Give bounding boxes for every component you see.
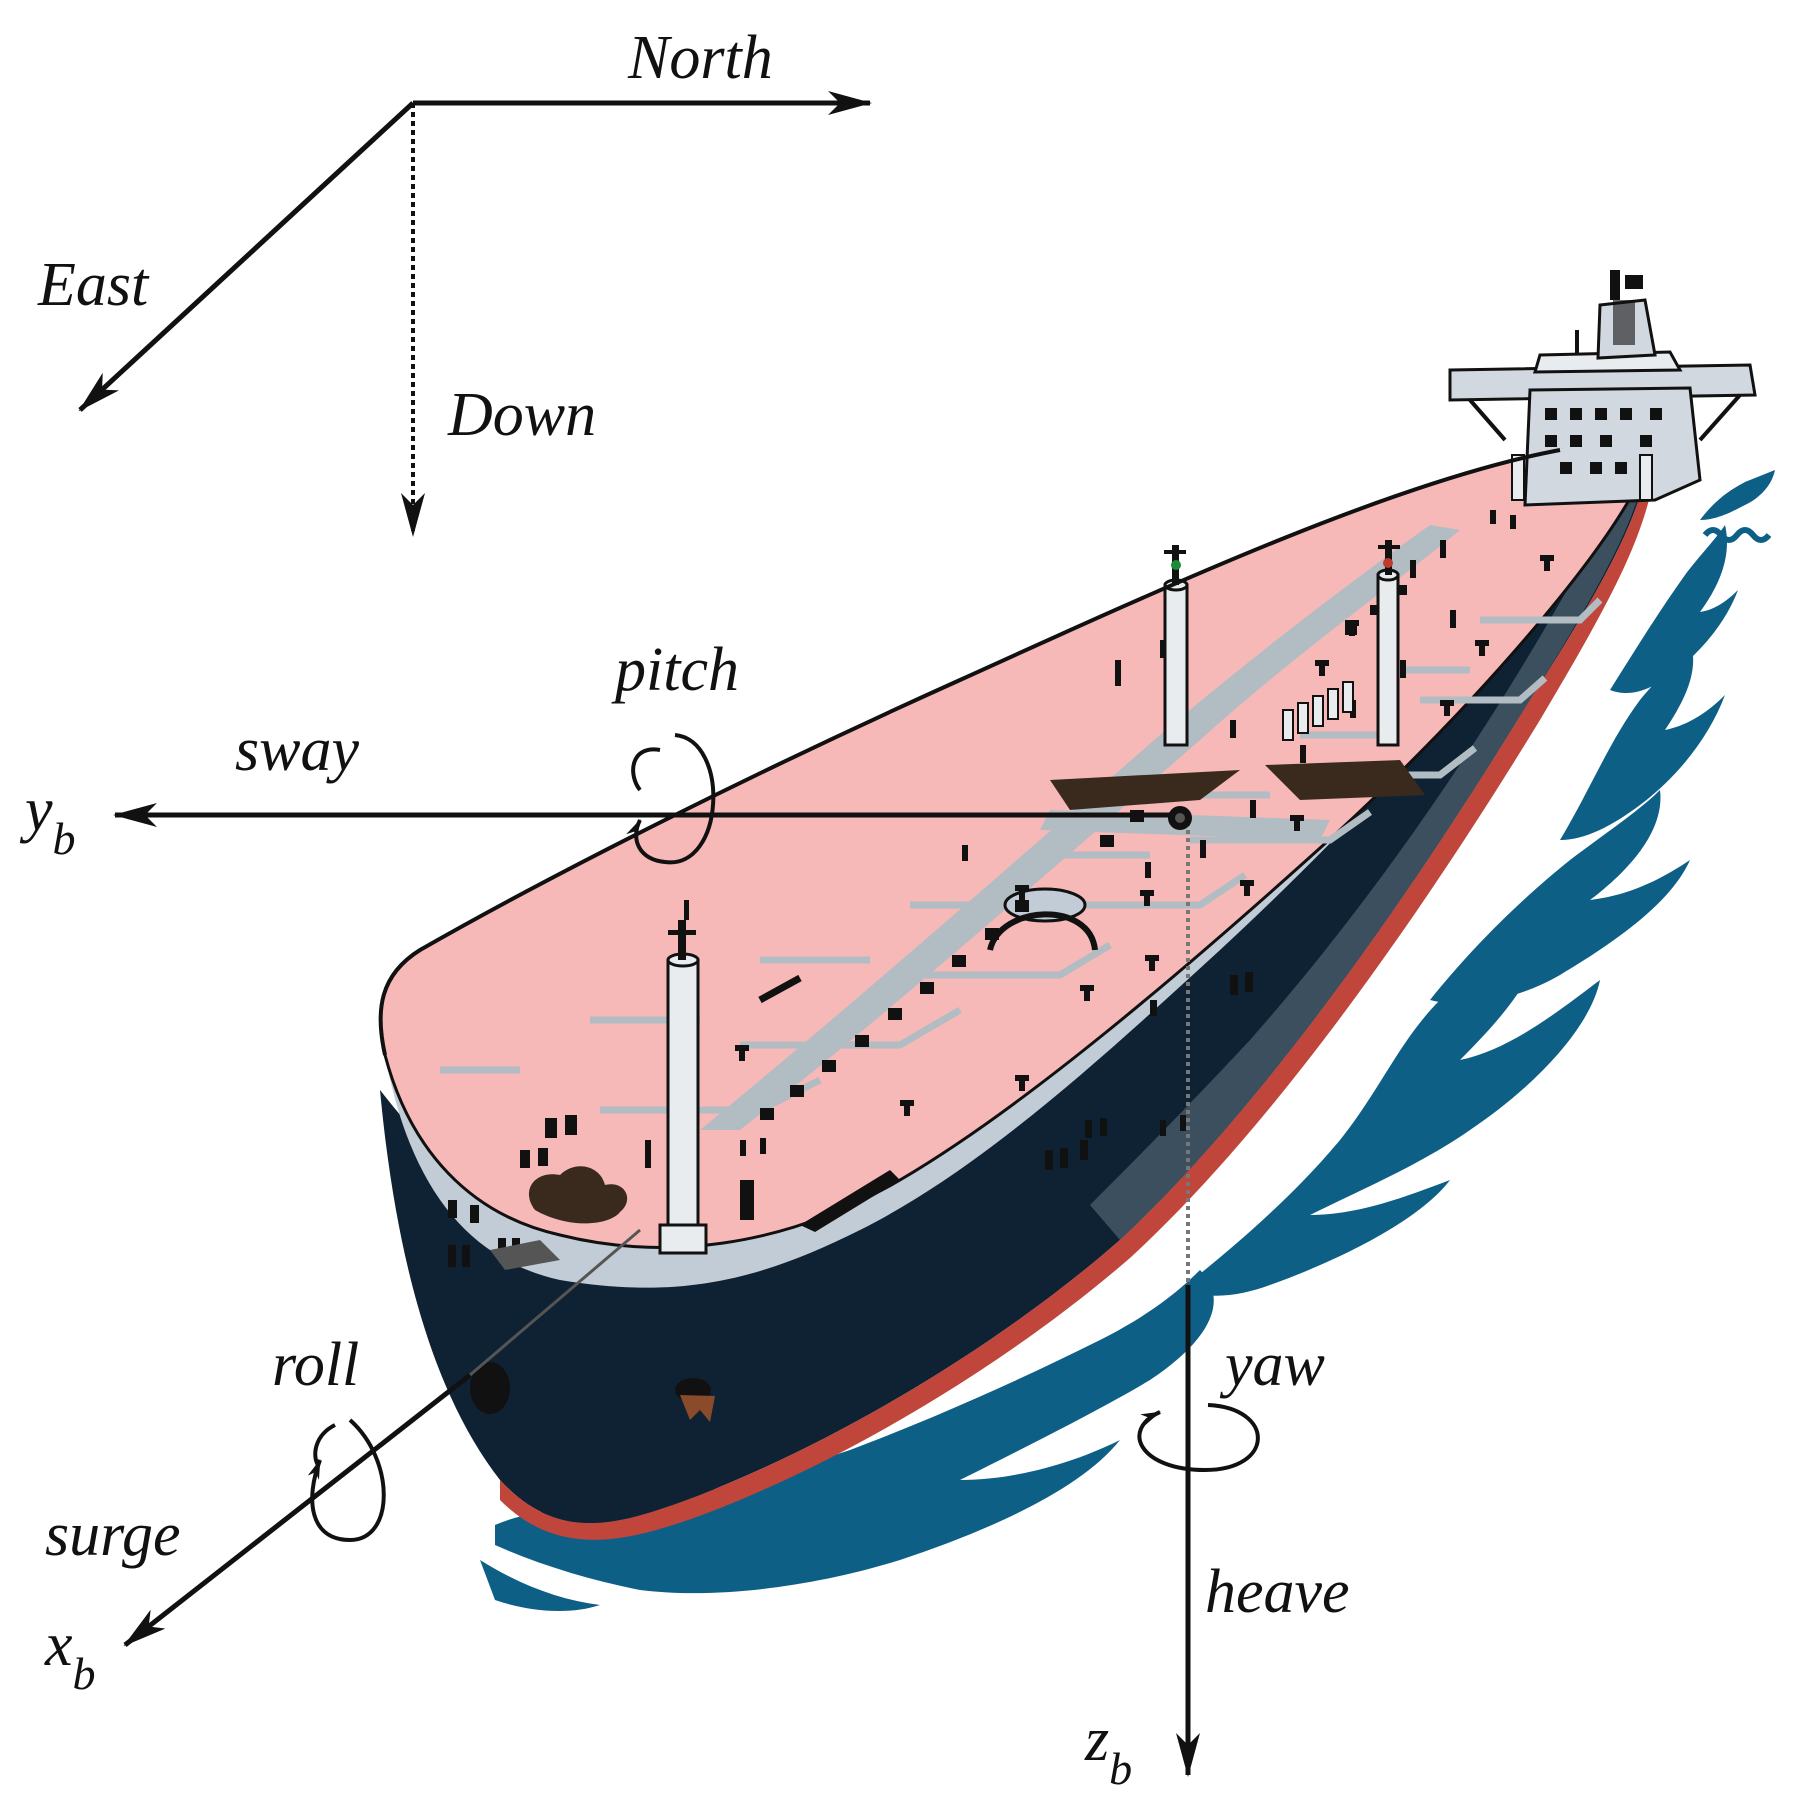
ship-windlass <box>529 1166 628 1224</box>
ship-hatch-left <box>1050 770 1240 810</box>
catwalk-supports <box>760 585 1407 1120</box>
water-bow-foam <box>480 1560 600 1612</box>
deck-slot <box>800 1170 900 1232</box>
xb-label: xb <box>44 1611 96 1699</box>
surge-label: surge <box>45 1501 180 1569</box>
xb-axis <box>123 1373 472 1647</box>
east-axis <box>78 101 415 412</box>
ship-sheer-strake <box>385 430 1647 1288</box>
deck-slot-2 <box>758 974 802 1004</box>
water-mid-2 <box>1430 790 1690 1004</box>
ship-forward-mast <box>658 900 708 1255</box>
tanker-ship <box>378 270 1757 1540</box>
sway-label: sway <box>235 716 359 784</box>
pitch-rotation-arrow <box>626 733 716 865</box>
xb-axis-dotted <box>469 1228 641 1377</box>
water-mid-1 <box>1180 935 1600 1296</box>
water-aft-3 <box>1700 470 1775 520</box>
ship-hatch-right <box>1265 760 1425 800</box>
ned-frame: North East Down <box>37 24 872 537</box>
north-label: North <box>627 24 773 92</box>
roll-label: roll <box>272 1331 359 1399</box>
ship-aft-mast <box>1376 540 1400 747</box>
zb-label: zb <box>1084 1706 1132 1794</box>
down-label: Down <box>447 381 596 449</box>
pitch-label: pitch <box>611 636 739 704</box>
yaw-rotation-arrow <box>1137 1403 1260 1473</box>
water-aft-1 <box>1560 640 1725 840</box>
roll-rotation-arrow <box>307 1418 386 1543</box>
ship-windlass-base <box>490 1240 560 1270</box>
body-frame: xb yb zb surge sway heave roll pitch yaw <box>19 636 1350 1794</box>
ship-middle-mast <box>1163 545 1189 747</box>
ship-hawse-pipe <box>470 1362 510 1414</box>
ship-superstructure <box>1448 270 1757 507</box>
deck-fittings <box>448 510 1554 1267</box>
ship-bow-outline <box>378 448 1561 1056</box>
yaw-label: yaw <box>1219 1331 1325 1399</box>
east-label: East <box>37 251 150 319</box>
ship-hull-upper <box>1090 470 1645 1240</box>
heave-label: heave <box>1205 1558 1350 1626</box>
water-ripple <box>1702 527 1772 543</box>
water-aft-2 <box>1610 525 1738 694</box>
manifold-risers <box>1282 681 1354 741</box>
yb-label: yb <box>19 776 76 864</box>
ship-anchor <box>675 1378 715 1422</box>
